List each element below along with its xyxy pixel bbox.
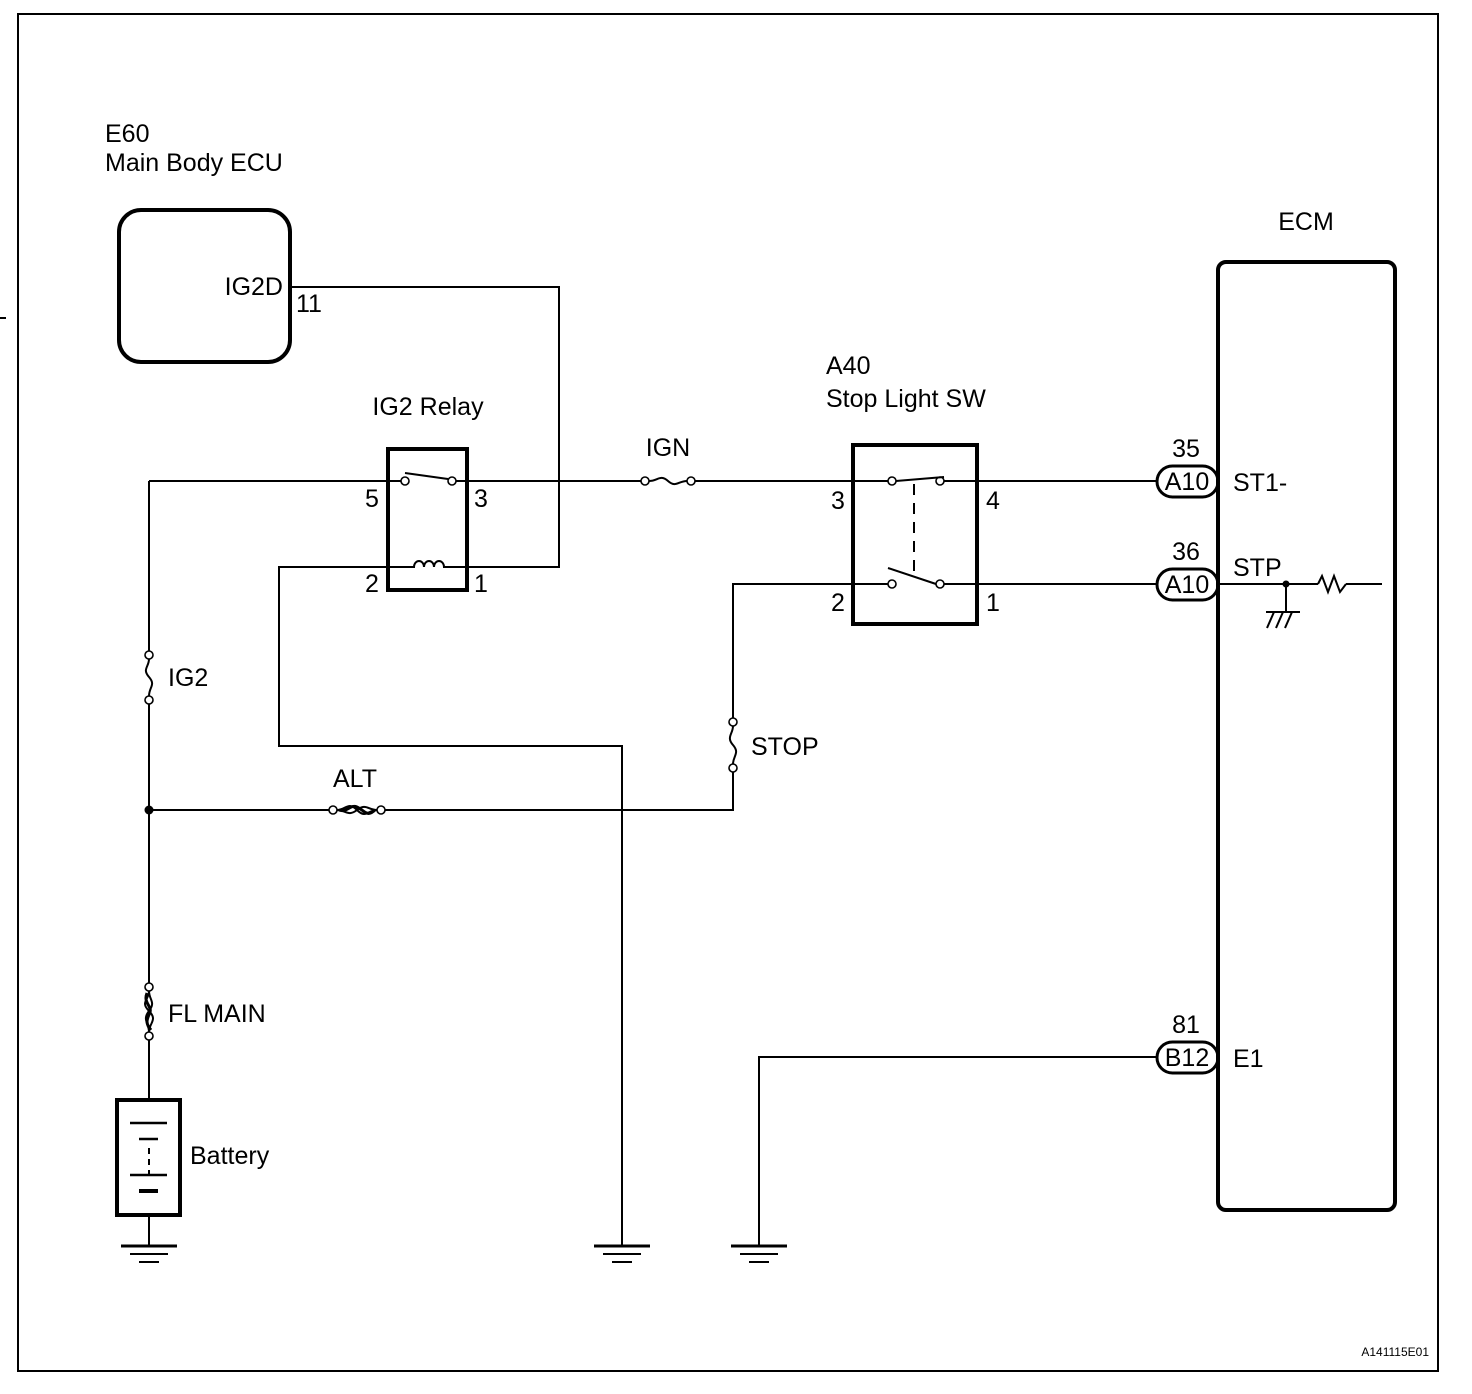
ign-fuse-icon (648, 476, 688, 486)
stop-fuse: STOP (728, 717, 819, 773)
battery-box (115, 1098, 182, 1217)
connector-b12-label-e1: B12 (1165, 1044, 1209, 1072)
splice-point (144, 805, 154, 815)
wire-relay2-ground (278, 566, 623, 1246)
stop-light-sw: A40 Stop Light SW 3 4 2 1 (826, 352, 1000, 626)
ign-fuse-terminal-right (686, 476, 696, 486)
sw-pin-3: 3 (831, 487, 845, 515)
alt-fuse-icon-band (338, 804, 377, 815)
alt-fuse-terminal-left (328, 805, 338, 815)
chassis-ground-hatch-3 (1284, 611, 1293, 629)
sw-lower-blade (887, 567, 937, 585)
connector-b12-badge-e1 (1155, 1040, 1220, 1075)
sw-contact-2 (887, 579, 897, 589)
ig2-fuse-terminal-bottom (144, 695, 154, 705)
ecm-pin-35: 35 (1172, 435, 1200, 463)
connector-a10-label-stp: A10 (1165, 571, 1209, 599)
stop-fuse-label: STOP (751, 733, 819, 761)
wire-e1-ground (758, 1056, 1157, 1246)
sw-upper-blade (895, 476, 945, 482)
ign-fuse: IGN (640, 434, 696, 486)
relay-pin-5: 5 (365, 485, 379, 513)
relay-contact-5 (400, 476, 410, 486)
wires (148, 286, 1157, 1246)
ig2-fuse-terminal-top (144, 650, 154, 660)
ig2d-terminal-label: IG2D (225, 273, 283, 301)
ig2-fuse-icon (144, 658, 154, 697)
ecm-signal-stp: STP (1233, 554, 1282, 582)
chassis-ground-hatch-2 (1275, 611, 1284, 629)
main-body-ecu-name: Main Body ECU (105, 149, 283, 177)
fl-main-fuse-label: FL MAIN (168, 1000, 266, 1028)
stop-fuse-terminal-top (728, 717, 738, 727)
ig2-relay: IG2 Relay 5 3 2 1 (365, 393, 488, 598)
chassis-ground-hatch-1 (1266, 611, 1275, 629)
ig2d-pin-label: 11 (296, 290, 322, 318)
ig2-fuse: IG2 (144, 650, 208, 705)
stop-light-sw-name: Stop Light SW (826, 385, 986, 413)
ecm-box (1216, 260, 1397, 1212)
alt-fuse-label: ALT (333, 765, 377, 793)
figure-code: A141115E01 (1361, 1345, 1429, 1359)
ig2-relay-label: IG2 Relay (372, 393, 484, 421)
ign-fuse-terminal-left (640, 476, 650, 486)
relay-coil-icon (407, 560, 452, 568)
sw-contact-1 (935, 579, 945, 589)
connector-a10-badge-st1 (1155, 464, 1220, 499)
fl-main-fuse-icon-band (144, 992, 153, 1031)
sw-pin-4: 4 (986, 487, 1000, 515)
ground-battery (121, 1244, 177, 1263)
ecm-signal-e1: E1 (1233, 1045, 1264, 1073)
fl-main-fuse: FL MAIN (144, 982, 266, 1041)
alt-fuse: ALT (328, 765, 386, 815)
sw-contact-3 (887, 476, 897, 486)
relay-pin-2: 2 (365, 570, 379, 598)
fl-main-terminal-top (144, 982, 154, 992)
relay-contact-3 (447, 476, 457, 486)
alt-fuse-terminal-right (376, 805, 386, 815)
relay-pin-3: 3 (474, 485, 488, 513)
stop-fuse-terminal-bottom (728, 763, 738, 773)
stop-fuse-icon (728, 725, 738, 765)
ecm: ECM 35 A10 ST1- 36 A10 STP 81 B12 E1 (1155, 208, 1397, 1212)
relay-contact-blade (404, 472, 449, 480)
ground-ecm (731, 1244, 787, 1263)
wire-ig2d-relay (290, 286, 560, 568)
battery: Battery (115, 1098, 270, 1217)
sw-pin-1: 1 (986, 589, 1000, 617)
main-body-ecu-code: E60 (105, 120, 149, 148)
connector-a10-label-st1: A10 (1165, 468, 1209, 496)
battery-label: Battery (190, 1142, 270, 1170)
fl-main-terminal-bottom (144, 1031, 154, 1041)
ig2-relay-box (386, 447, 469, 592)
wire-stop-alt (383, 770, 734, 811)
ig2-fuse-label: IG2 (168, 664, 208, 692)
ecm-signal-st1: ST1- (1233, 469, 1287, 497)
diagram-frame (17, 13, 1439, 1372)
main-body-ecu: E60 Main Body ECU IG2D 11 (105, 120, 322, 364)
stp-resistor-icon (1317, 573, 1347, 595)
ecm-pin-36: 36 (1172, 538, 1200, 566)
ground-relay (594, 1244, 650, 1263)
relay-pin-1: 1 (474, 570, 488, 598)
stop-light-sw-box (851, 443, 979, 626)
stop-light-sw-code: A40 (826, 352, 870, 380)
ecm-pin-81: 81 (1172, 1011, 1200, 1039)
wire-sw2-stop (732, 583, 892, 720)
sw-pin-2: 2 (831, 589, 845, 617)
ign-fuse-label: IGN (646, 434, 690, 462)
ecm-label: ECM (1278, 208, 1334, 236)
